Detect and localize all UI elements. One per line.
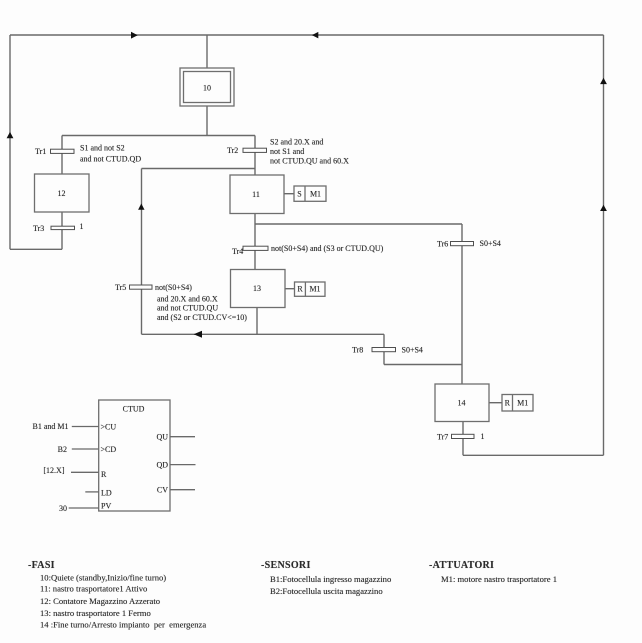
svg-text:QU: QU [156, 433, 168, 442]
svg-text:and 20.X and 60.X: and 20.X and 60.X [157, 295, 218, 304]
svg-text:R: R [505, 399, 511, 408]
svg-text:B1:Fotocellula ingresso magazz: B1:Fotocellula ingresso magazzino [270, 574, 391, 584]
svg-text:13: nastro trasportatore 1 Fer: 13: nastro trasportatore 1 Fermo [40, 608, 151, 618]
svg-text:Tr1: Tr1 [35, 147, 46, 156]
svg-text:S1 and not S2: S1 and not S2 [80, 143, 125, 152]
svg-text:10: 10 [203, 84, 211, 93]
svg-text:14: 14 [458, 399, 466, 408]
svg-text:B2:Fotocellula uscita magazzin: B2:Fotocellula uscita magazzino [270, 586, 383, 596]
svg-text:Tr7: Tr7 [437, 433, 448, 442]
svg-text:QD: QD [156, 460, 168, 469]
svg-text:CTUD: CTUD [123, 404, 145, 413]
svg-text:M1: motore nastro trasportator: M1: motore nastro trasportatore 1 [441, 574, 557, 584]
svg-text:Tr6: Tr6 [437, 239, 448, 248]
svg-text:>CD: >CD [101, 445, 117, 454]
svg-text:not CTUD.QU and 60.X: not CTUD.QU and 60.X [270, 157, 349, 166]
svg-text:14 :Fine turno/Arresto impiant: 14 :Fine turno/Arresto impianto per emer… [40, 619, 206, 629]
svg-text:B1 and M1: B1 and M1 [33, 422, 69, 431]
svg-text:30: 30 [59, 504, 67, 513]
svg-text:10:Quiete (standby,Inizio/fine: 10:Quiete (standby,Inizio/fine turno) [40, 572, 166, 582]
svg-text:>CU: >CU [101, 422, 117, 431]
svg-text:B2: B2 [58, 445, 67, 454]
svg-text:M1: M1 [310, 190, 321, 199]
svg-text:Tr4: Tr4 [232, 247, 243, 256]
svg-text:-FASI: -FASI [28, 560, 55, 571]
svg-text:-ATTUATORI: -ATTUATORI [429, 560, 494, 571]
svg-text:[12.X]: [12.X] [43, 466, 64, 475]
svg-text:not(S0+S4): not(S0+S4) [155, 283, 192, 292]
svg-text:M1: M1 [309, 285, 320, 294]
svg-text:S2 and 20.X and: S2 and 20.X and [270, 138, 323, 147]
svg-text:Tr3: Tr3 [33, 224, 44, 233]
svg-text:Tr8: Tr8 [352, 346, 363, 355]
svg-text:and (S2 or CTUD.CV<=10): and (S2 or CTUD.CV<=10) [157, 313, 247, 322]
svg-text:and not CTUD.QU: and not CTUD.QU [157, 304, 218, 313]
svg-text:not S1 and: not S1 and [270, 147, 304, 156]
svg-text:11: 11 [252, 190, 260, 199]
svg-text:LD: LD [101, 488, 112, 497]
svg-text:1: 1 [481, 432, 485, 441]
svg-text:12: Contatore Magazzino Azzera: 12: Contatore Magazzino Azzerato [40, 596, 160, 606]
svg-text:S0+S4: S0+S4 [480, 239, 501, 248]
svg-text:11: nastro trasportatore1 Atti: 11: nastro trasportatore1 Attivo [40, 583, 147, 593]
svg-text:Tr5: Tr5 [115, 283, 126, 292]
svg-text:PV: PV [101, 501, 111, 510]
svg-text:Tr2: Tr2 [227, 146, 238, 155]
svg-text:S0+S4: S0+S4 [402, 345, 423, 354]
svg-text:not(S0+S4) and (S3 or CTUD.QU): not(S0+S4) and (S3 or CTUD.QU) [271, 244, 384, 253]
svg-text:S: S [297, 190, 301, 199]
svg-text:1: 1 [80, 222, 84, 231]
svg-text:12: 12 [58, 189, 66, 198]
svg-text:R: R [297, 285, 303, 294]
svg-text:and not CTUD.QD: and not CTUD.QD [80, 154, 141, 163]
svg-text:R: R [101, 470, 107, 479]
svg-text:13: 13 [253, 284, 261, 293]
svg-text:CV: CV [157, 486, 168, 495]
svg-text:M1: M1 [517, 399, 528, 408]
svg-text:-SENSORI: -SENSORI [261, 560, 311, 571]
